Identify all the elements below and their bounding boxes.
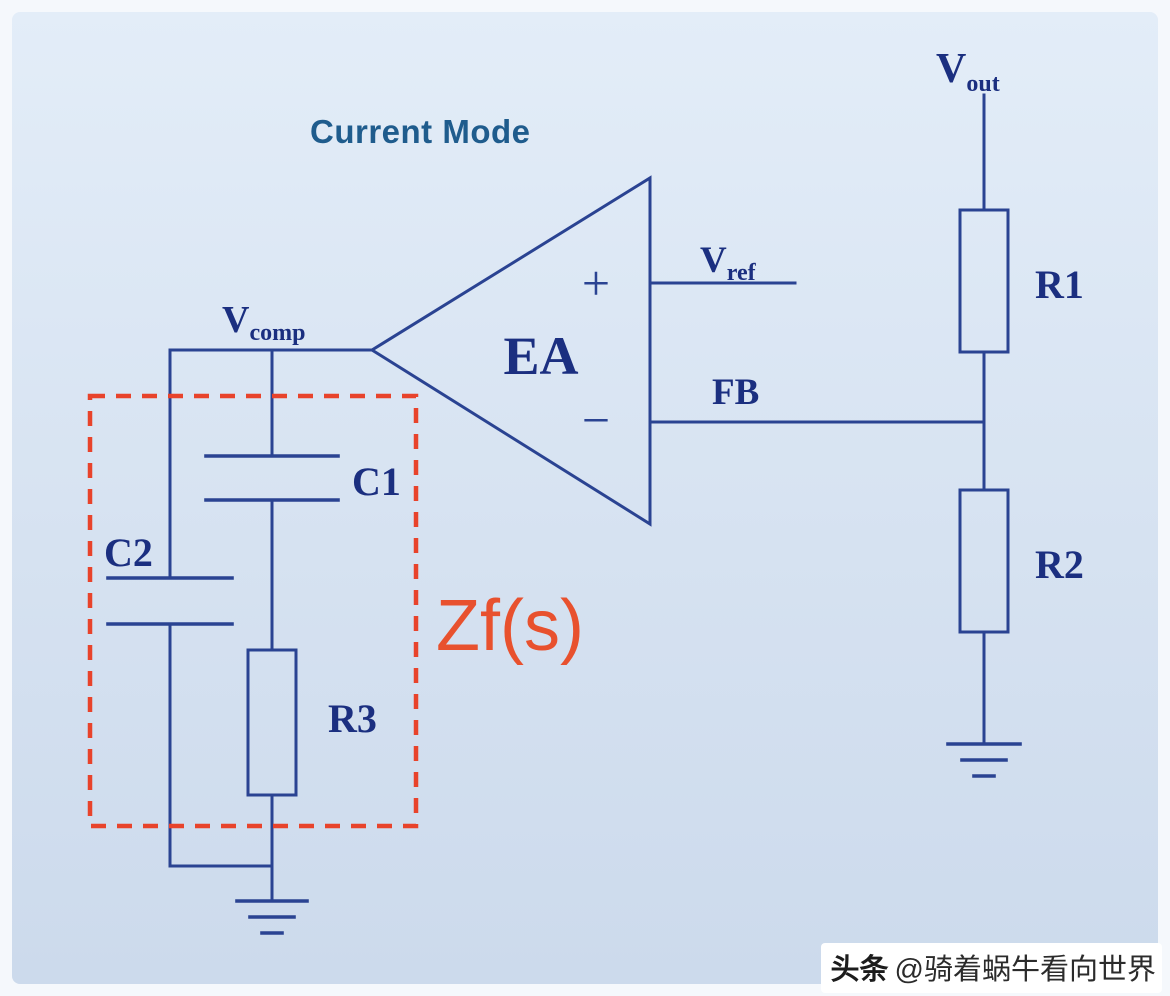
vcomp-sub: comp [249, 320, 305, 346]
resistor-r2-body [958, 488, 1010, 634]
resistor-r1-body [958, 208, 1010, 354]
ground-symbol-right [946, 742, 1022, 778]
c2-label: C2 [104, 530, 153, 575]
watermark: 头条 @骑着蜗牛看向世界 [820, 943, 1162, 993]
vout-base: V [936, 46, 966, 92]
vout-label: Vout [936, 46, 1000, 97]
r2-label: R2 [1035, 542, 1084, 587]
ground-symbol-left [235, 899, 309, 935]
vref-base: V [700, 240, 727, 281]
resistor-r3-body [246, 648, 298, 797]
diagram-background [12, 12, 1158, 984]
vcomp-label: Vcomp [222, 299, 305, 346]
amplifier-label: EA [503, 326, 578, 386]
zf-annotation: Zf(s) [436, 586, 584, 666]
vcomp-base: V [222, 299, 250, 341]
c1-label: C1 [352, 459, 401, 504]
r3-label: R3 [328, 696, 377, 741]
vout-sub: out [966, 71, 999, 97]
vref-label: Vref [700, 240, 757, 286]
noninverting-input-sign: + [582, 255, 610, 311]
watermark-brand: 头条 [830, 954, 889, 986]
inverting-input-sign: − [582, 392, 610, 448]
watermark-handle: @骑着蜗牛看向世界 [894, 954, 1156, 986]
r1-label: R1 [1035, 262, 1084, 307]
zf-dashed-box [87, 393, 419, 829]
diagram-title: Current Mode [310, 113, 531, 150]
vref-sub: ref [727, 260, 757, 286]
error-amplifier-triangle [369, 175, 652, 527]
fb-label: FB [712, 372, 759, 413]
